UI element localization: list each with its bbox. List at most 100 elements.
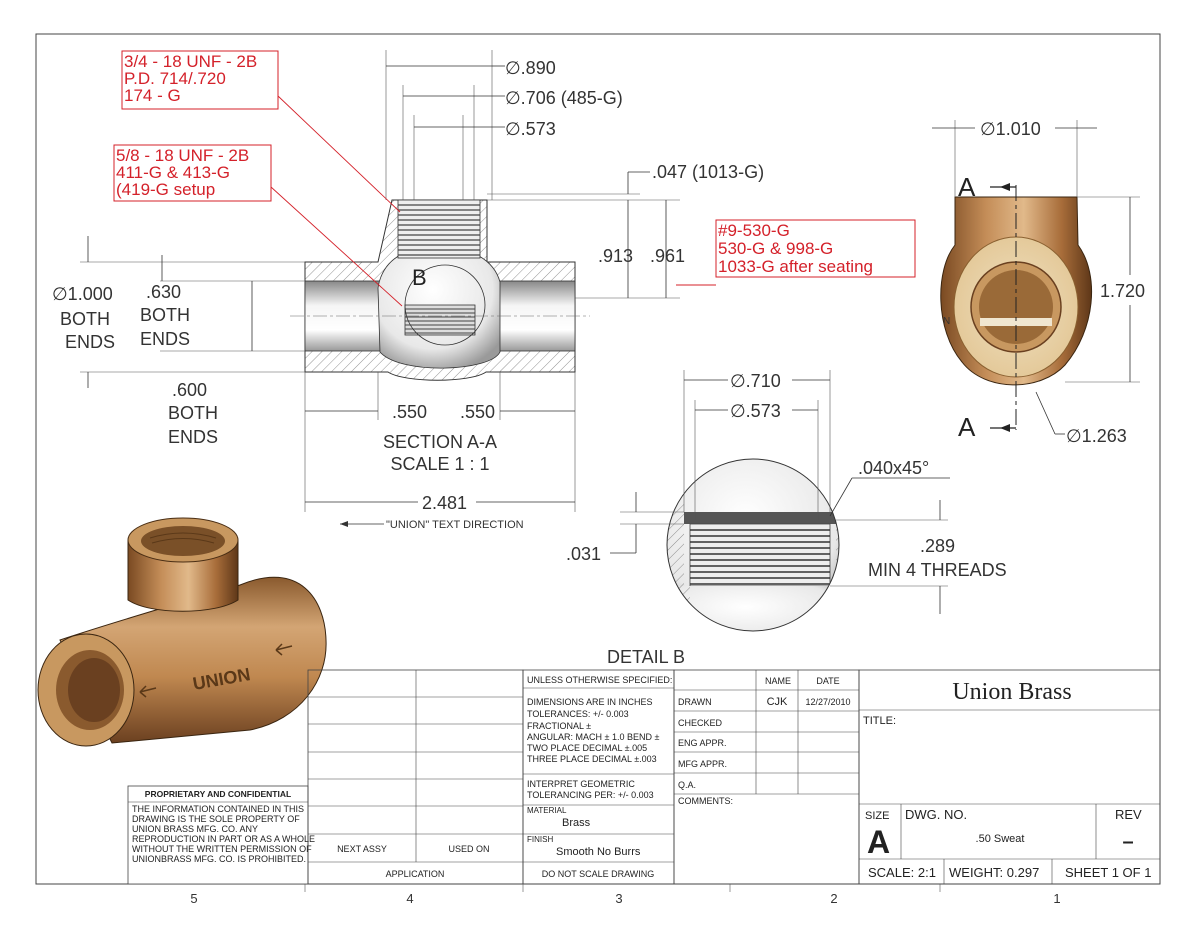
zone-1: 1 [1053,891,1060,906]
eng-appr-label: ENG APPR. [678,738,727,748]
dim-600: .600 [172,380,207,400]
dim-dia-573: ∅.573 [730,401,781,421]
dim-550a: .550 [392,402,427,422]
section-a-bottom: A [958,412,976,442]
finish-value: Smooth No Burrs [556,846,641,858]
title-label: TITLE: [863,715,896,727]
col-date: DATE [816,676,839,686]
min-threads: MIN 4 THREADS [868,560,1007,580]
company-name: Union Brass [952,679,1071,705]
dim-dia-710: ∅.710 [730,371,781,391]
weight-label: WEIGHT: 0.297 [949,865,1039,880]
both-ends-1a: BOTH [60,309,110,329]
do-not-scale: DO NOT SCALE DRAWING [542,869,655,879]
dim-550b: .550 [460,402,495,422]
proprietary-line-2: DRAWING IS THE SOLE PROPERTY OF [132,814,300,824]
zone-3: 3 [615,891,622,906]
dim-630: .630 [146,282,181,302]
zone-2: 2 [830,891,837,906]
detail-b-circle [404,264,486,346]
dim-047: .047 (1013-G) [652,162,764,182]
proprietary-line-1: THE INFORMATION CONTAINED IN THIS [132,804,304,814]
end-view-n: N [943,316,950,327]
proprietary-title: PROPRIETARY AND CONFIDENTIAL [145,789,291,799]
rev-value: – [1122,831,1133,853]
end-view: N A A ∅1.010 1.720 ∅1.263 [932,119,1145,446]
callout-1-line1: 3/4 - 18 UNF - 2B [124,52,257,71]
mfg-appr-label: MFG APPR. [678,759,727,769]
interpret-line-2: TOLERANCING PER: +/- 0.003 [527,790,654,800]
dim-dia-1263: ∅1.263 [1066,426,1127,446]
used-on-label: USED ON [448,844,489,854]
callout-3-line1: #9-530-G [718,221,790,240]
section-title: SECTION A-A [383,432,497,452]
drawn-date: 12/27/2010 [805,697,850,707]
section-view: B ∅.890 ∅.706 (485-G) ∅.573 .047 (1013-G… [52,50,764,531]
both-ends-2a: BOTH [140,305,190,325]
callout-2-line2: 411-G & 413-G [116,163,230,182]
detail-title: DETAIL B [607,647,685,667]
scale-label: SCALE: 2:1 [868,865,936,880]
callouts: 3/4 - 18 UNF - 2B P.D. 714/.720 174 - G … [113,50,916,307]
both-ends-3a: BOTH [168,403,218,423]
proprietary-line-5: WITHOUT THE WRITTEN PERMISSION OF [132,844,312,854]
both-ends-2b: ENDS [140,329,190,349]
size-label: SIZE [865,810,889,822]
dim-2481: 2.481 [422,493,467,513]
dim-961: .961 [650,246,685,266]
dwg-no-value: .50 Sweat [976,833,1025,845]
comments-label: COMMENTS: [678,796,733,806]
proprietary-line-6: UNIONBRASS MFG. CO. IS PROHIBITED. [132,854,306,864]
material-label: MATERIAL [527,806,567,815]
unless-label: UNLESS OTHERWISE SPECIFIED: [527,675,672,685]
zone-5: 5 [190,891,197,906]
both-ends-3b: ENDS [168,427,218,447]
dwg-no-label: DWG. NO. [905,807,967,822]
callout-3-line2: 530-G & 998-G [718,239,833,258]
text-direction-note: "UNION" TEXT DIRECTION [386,519,524,531]
next-assy-label: NEXT ASSY [337,844,387,854]
dims-line-2: TOLERANCES: +/- 0.003 [527,709,629,719]
zone-4: 4 [406,891,413,906]
application-label: APPLICATION [386,869,445,879]
dims-line-4: ANGULAR: MACH ± 1.0 BEND ± [527,732,659,742]
sheet-label: SHEET 1 OF 1 [1065,865,1151,880]
proprietary-line-3: UNION BRASS MFG. CO. ANY [132,824,258,834]
section-scale: SCALE 1 : 1 [390,454,489,474]
dims-line-6: THREE PLACE DECIMAL ±.003 [527,754,657,764]
callout-2-line1: 5/8 - 18 UNF - 2B [116,146,249,165]
detail-label: B [412,265,427,290]
qa-label: Q.A. [678,780,696,790]
title-block: PROPRIETARY AND CONFIDENTIAL THE INFORMA… [127,669,1161,885]
zone-markers: 5 4 3 2 1 [190,884,1061,906]
dim-289: .289 [920,536,955,556]
dim-dia-890: ∅.890 [505,58,556,78]
callout-2-line3: (419-G setup [116,180,215,199]
section-a-top: A [958,172,976,202]
top-threads [398,204,480,256]
dim-1720: 1.720 [1100,281,1145,301]
callout-3-line3: 1033-G after seating [718,257,873,276]
dim-031: .031 [566,544,601,564]
material-value: Brass [562,817,591,829]
iso-view: UNION [37,517,327,747]
dim-chamfer: .040x45° [858,458,929,478]
col-name: NAME [765,676,791,686]
finish-label: FINISH [527,835,553,844]
rev-label: REV [1115,807,1142,822]
dim-dia-573: ∅.573 [505,119,556,139]
callout-1-line2: P.D. 714/.720 [124,69,226,88]
detail-view: ∅.710 ∅.573 .040x45° .031 .289 MIN 4 THR… [566,370,1007,667]
proprietary-line-4: REPRODUCTION IN PART OR AS A WHOLE [132,834,315,844]
dims-line-5: TWO PLACE DECIMAL ±.005 [527,743,647,753]
dim-913: .913 [598,246,633,266]
drawn-name: CJK [767,696,788,708]
interpret-line-1: INTERPRET GEOMETRIC [527,779,635,789]
dim-dia-1000: ∅1.000 [52,284,113,304]
size-value: A [867,824,890,860]
checked-label: CHECKED [678,718,723,728]
dims-line-1: DIMENSIONS ARE IN INCHES [527,697,653,707]
both-ends-1b: ENDS [65,332,115,352]
drawn-label: DRAWN [678,697,712,707]
